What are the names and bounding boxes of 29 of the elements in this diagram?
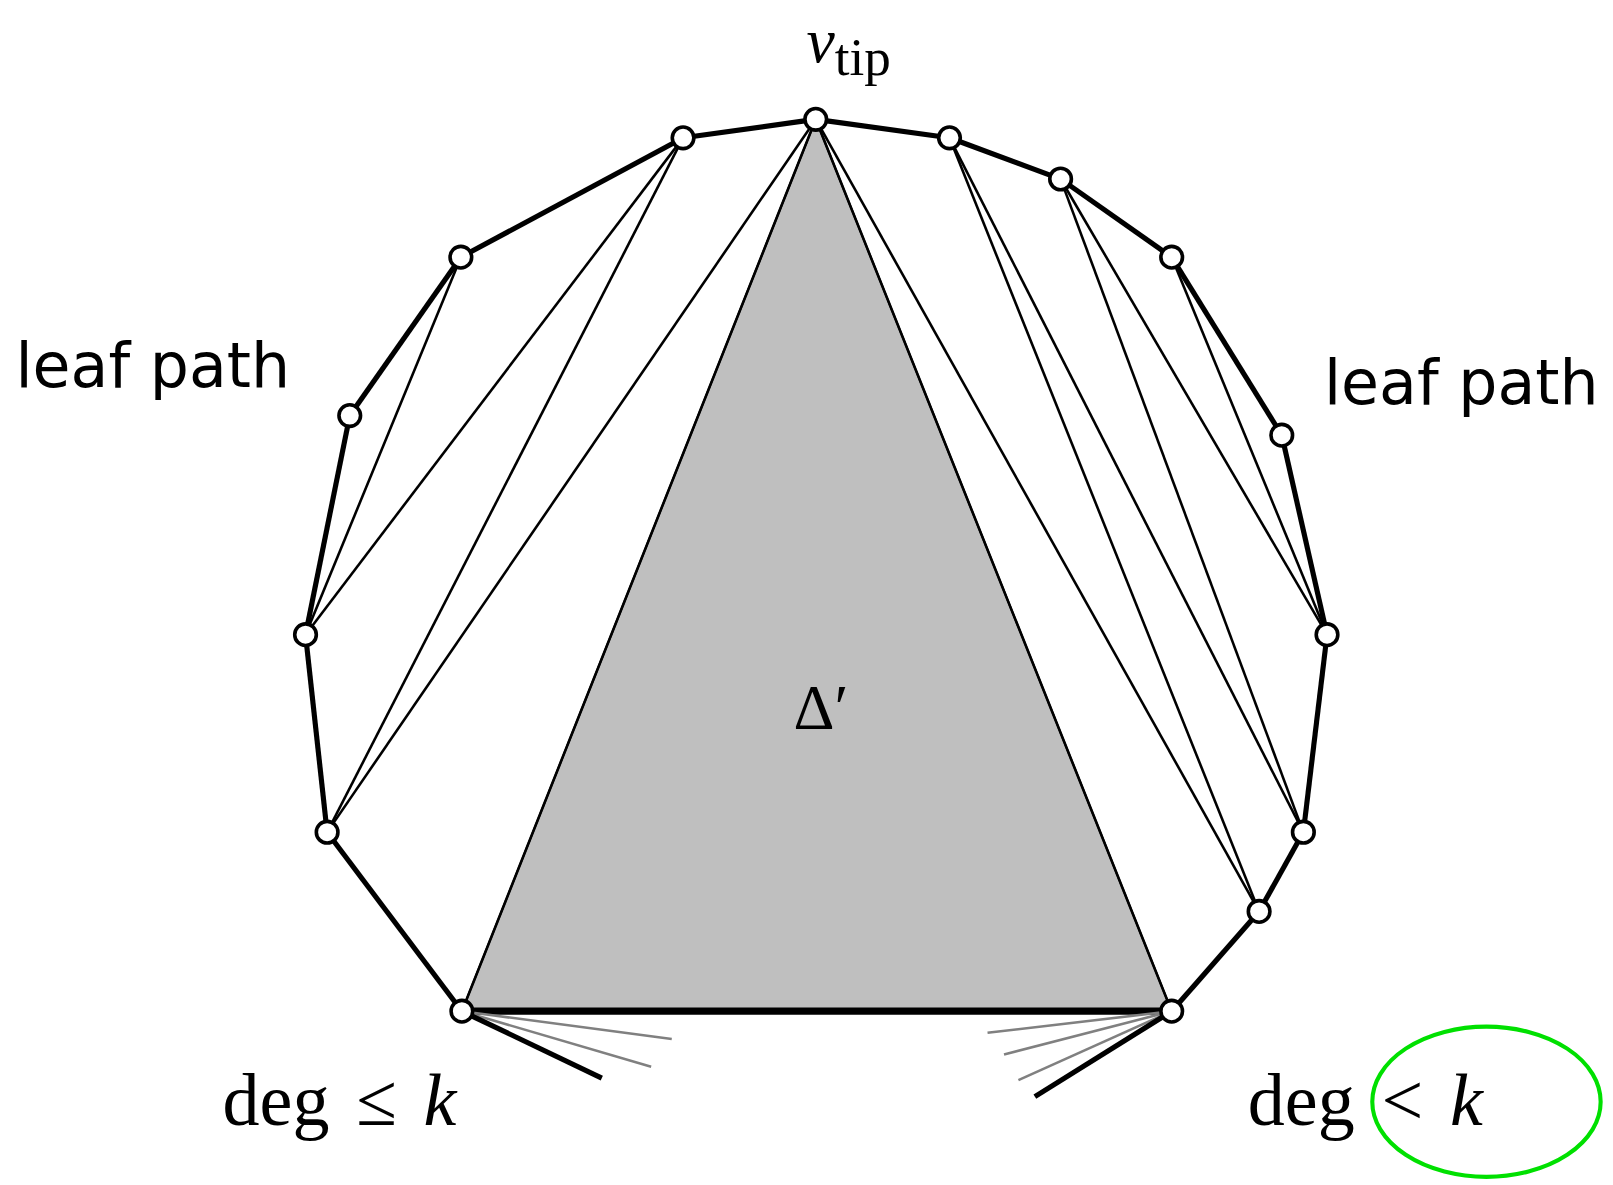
graph-edge (354, 264, 457, 408)
graph-edge (331, 839, 458, 1004)
graph-edge (1177, 918, 1254, 1005)
graph-edge (1063, 189, 1301, 823)
graph-edge (1068, 183, 1164, 253)
graph-edge (311, 146, 678, 627)
graph-edge (952, 147, 1257, 902)
graph-edge (464, 129, 813, 1002)
graph-edge (304, 645, 329, 822)
graph-edge (820, 128, 1255, 903)
graph-edge (818, 129, 1169, 1002)
graph-edge (331, 147, 680, 823)
graph-edge (469, 140, 675, 255)
graph-edge (1065, 188, 1323, 626)
edge-stub (1033, 1015, 1164, 1099)
graph-edge (308, 267, 458, 625)
graph-edge (1175, 265, 1278, 427)
graph-edge (826, 118, 939, 139)
graph-edge (1174, 267, 1324, 625)
vertex-label: v$_{tip}$ (806, 8, 891, 85)
edge-stub (471, 1013, 603, 1081)
graph-edge (1302, 645, 1329, 822)
graph-edge (1262, 840, 1301, 903)
graph-edge (332, 127, 811, 824)
graph-edge (959, 139, 1051, 178)
graph-edge (1281, 445, 1328, 625)
triangle-label: Δ′ (793, 675, 849, 740)
graph-edge (305, 426, 351, 625)
graph-edge (953, 147, 1300, 823)
